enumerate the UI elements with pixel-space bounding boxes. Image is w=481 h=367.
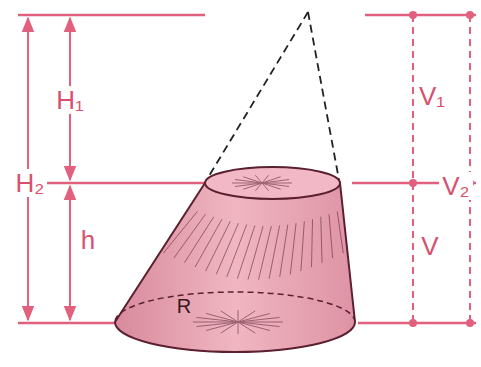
hatch-stroke — [196, 322, 238, 327]
hatch-stroke — [269, 226, 279, 279]
height-label: h — [78, 226, 98, 254]
hatch-stroke — [206, 221, 231, 271]
hatch-stroke — [238, 322, 270, 330]
hatch-stroke — [174, 214, 206, 258]
hatch-stroke — [184, 217, 213, 263]
radius-label: R — [174, 295, 194, 317]
hatch-stroke — [321, 217, 322, 263]
hatch-stroke — [237, 226, 255, 279]
hatch-stroke — [206, 314, 238, 322]
hatch-stroke — [235, 183, 262, 186]
volume-label: V₁ — [416, 82, 448, 110]
hatch-stroke — [238, 317, 280, 322]
hatch-stroke — [262, 180, 289, 183]
hatch-stroke — [227, 225, 247, 277]
hatch-stroke — [262, 183, 269, 191]
hatch-stroke — [238, 310, 239, 322]
volume-label: V₂ — [439, 172, 472, 200]
hatching — [163, 175, 343, 334]
hatch-stroke — [238, 322, 239, 334]
volume-label: V — [418, 232, 441, 260]
hatch-stroke — [221, 311, 238, 322]
volume-lines — [413, 15, 470, 323]
volume-dots — [409, 11, 474, 327]
hatch-stroke — [290, 223, 296, 274]
hatch-stroke — [329, 214, 333, 258]
top-face — [205, 167, 340, 199]
hatch-stroke — [259, 226, 272, 280]
hatch-stroke — [301, 221, 304, 271]
hatch-stroke — [337, 212, 343, 254]
cone-tip — [209, 12, 339, 180]
hatch-stroke — [195, 219, 222, 267]
hatch-stroke — [255, 175, 262, 183]
hatch-stroke — [216, 223, 238, 274]
base-back-edge — [115, 292, 355, 322]
height-label: H₁ — [53, 86, 87, 114]
hatch-stroke — [238, 322, 255, 333]
height-label: H₂ — [13, 169, 48, 197]
hatch-stroke — [280, 225, 288, 277]
frustum-body — [115, 183, 355, 352]
hatch-stroke — [311, 219, 312, 267]
